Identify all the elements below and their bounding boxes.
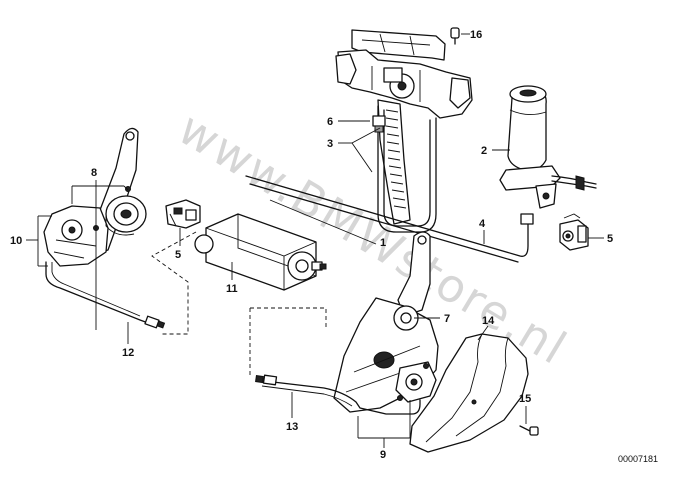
connector-5-left [165,199,201,229]
callout-8: 8 [91,167,97,179]
callout-10: 10 [10,235,22,247]
callout-1: 1 [380,237,386,249]
callout-9: 9 [380,449,386,461]
callout-5-right: 5 [607,233,613,245]
motor-2 [499,85,597,209]
callout-11: 11 [226,283,238,295]
recliner-left [43,127,147,267]
recliner-right [333,231,439,413]
drive-shaft-4 [245,175,534,263]
callout-labels: 1 2 3 4 5 5 6 7 8 9 10 11 12 13 14 15 16 [10,29,613,461]
callout-3: 3 [327,138,333,150]
reference-code: 00007181 [618,454,658,464]
screw-15 [519,425,539,436]
cable-12 [45,261,166,329]
callout-15: 15 [519,393,531,405]
callout-7: 7 [444,313,450,325]
callout-5-left: 5 [175,249,181,261]
guide-lines-motor-11 [151,231,327,378]
cable-13 [255,374,421,415]
screw-16 [450,27,470,45]
cover-14 [409,333,529,453]
callout-13: 13 [286,421,298,433]
callout-12: 12 [122,347,134,359]
callout-14: 14 [482,315,495,327]
leader-lines [26,120,604,448]
clip-6 [372,115,386,133]
connector-5-right [559,213,589,251]
motor-11 [194,213,327,291]
callout-16: 16 [470,29,482,41]
callout-4: 4 [479,218,486,230]
seat-bracket-assembly [335,29,473,233]
callout-2: 2 [481,145,487,157]
callout-6: 6 [327,116,333,128]
